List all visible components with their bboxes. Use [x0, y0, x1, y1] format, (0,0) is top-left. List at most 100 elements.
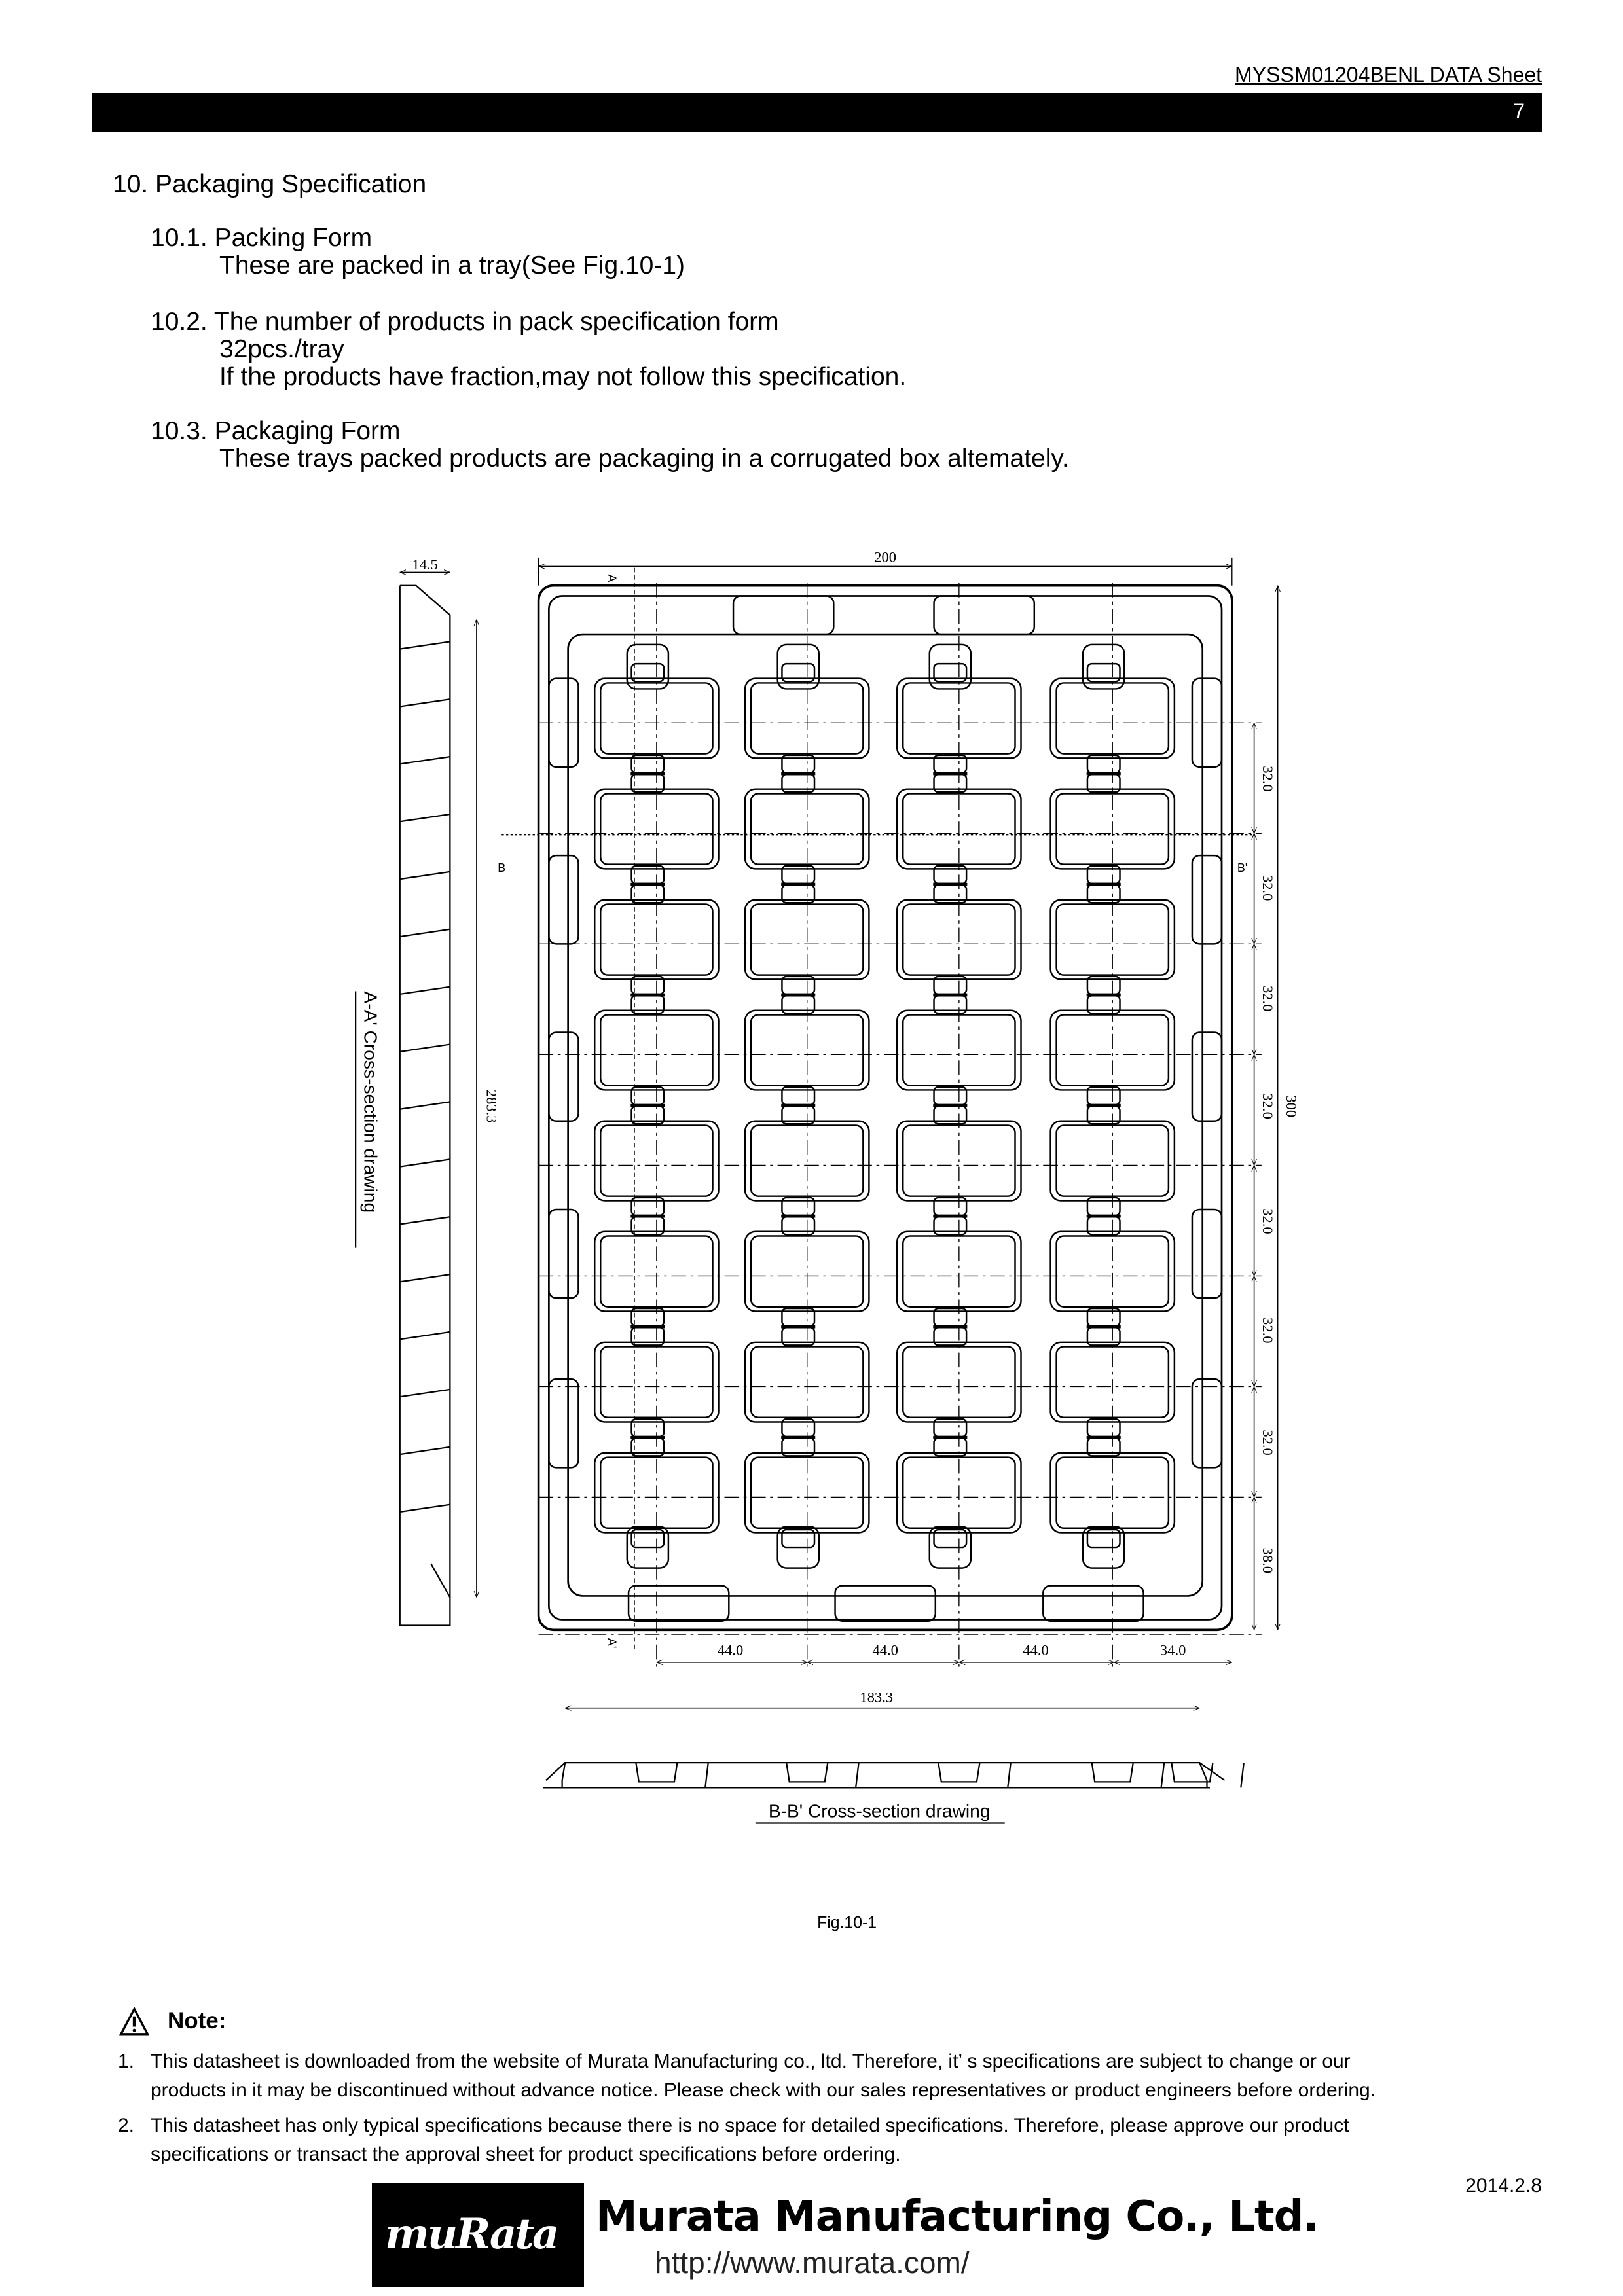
drawing-details	[399, 557, 1278, 1789]
pocket-link	[630, 993, 665, 997]
aa-section-outline	[399, 584, 451, 1626]
marker-a: A	[605, 574, 618, 582]
pocket-link	[1086, 772, 1121, 776]
pocket-link	[630, 882, 665, 886]
dim-length: 300	[1283, 1095, 1300, 1117]
side-clip	[1191, 854, 1223, 945]
pocket-link	[781, 772, 816, 776]
pocket-link	[630, 1103, 665, 1107]
pocket	[896, 1437, 1022, 1549]
edge-notch	[834, 1585, 937, 1622]
dim-row-pitch: 32.0	[1260, 1094, 1276, 1119]
dim-inner-length: 283.3	[484, 1090, 500, 1123]
pocket-link	[1086, 1103, 1121, 1107]
bb-section-outline	[543, 1761, 1226, 1789]
pocket-link	[933, 1214, 968, 1218]
pocket-link	[1086, 1214, 1121, 1218]
side-clip	[1191, 1378, 1223, 1469]
tray-inner-outline	[548, 595, 1223, 1621]
pocket-link	[781, 1325, 816, 1329]
pocket-link	[781, 1214, 816, 1218]
edge-notch	[627, 1585, 730, 1622]
dim-col-pitch: 44.0	[872, 1642, 898, 1659]
marker-b-prime: B'	[1237, 861, 1247, 874]
note-text: This datasheet is downloaded from the we…	[151, 2051, 1351, 2072]
document-title: MYSSM01204BENL DATA Sheet	[1235, 63, 1542, 86]
dim-col-pitch: 44.0	[718, 1642, 743, 1659]
note-text: This datasheet has only typical specific…	[151, 2115, 1349, 2136]
subsection-heading: 10.3. Packaging Form	[151, 417, 401, 445]
edge-notch	[1042, 1585, 1144, 1622]
pocket-link	[1086, 882, 1121, 886]
section-markers: A A' B B'	[498, 574, 1247, 1648]
warning-icon	[119, 2006, 150, 2036]
bb-section-label: B-B' Cross-section drawing	[769, 1800, 991, 1821]
aa-section-label: A-A' Cross-section drawing	[361, 991, 382, 1213]
date: 2014.2.8	[1465, 2175, 1542, 2197]
page-number: 7	[1513, 99, 1525, 123]
side-clip	[1191, 1031, 1223, 1122]
side-clip	[1191, 1208, 1223, 1299]
pocket-link	[1086, 993, 1121, 997]
subsection-text: 32pcs./tray	[219, 335, 344, 363]
edge-notch	[732, 595, 835, 636]
side-clip	[548, 854, 579, 945]
pocket-link	[781, 1103, 816, 1107]
subsection-text: These trays packed products are packagin…	[219, 444, 1069, 473]
section-title: 10. Packaging Specification	[113, 170, 427, 198]
dim-col-pitch: 34.0	[1160, 1642, 1186, 1659]
pocket-link	[630, 1214, 665, 1218]
pocket-link	[630, 772, 665, 776]
dim-width: 200	[874, 549, 896, 565]
dim-inner-width: 183.3	[860, 1689, 893, 1706]
murata-logo: muRata	[372, 2183, 584, 2287]
pocket-link	[781, 1435, 816, 1439]
pocket-tab	[1082, 643, 1125, 690]
subsection-heading: 10.2. The number of products in pack spe…	[151, 308, 779, 336]
company-name: Murata Manufacturing Co., Ltd.	[596, 2193, 1319, 2241]
pocket-link	[933, 1325, 968, 1329]
pocket-link	[781, 993, 816, 997]
header-bar	[92, 93, 1542, 132]
note-heading: Note:	[168, 2008, 227, 2034]
edge-notch	[933, 595, 1036, 636]
tray-outline	[537, 584, 1233, 1632]
note-number: 1.	[118, 2051, 135, 2072]
dim-row-pitch: 32.0	[1260, 986, 1276, 1011]
pocket-link	[630, 1325, 665, 1329]
side-clip	[548, 1031, 579, 1122]
pocket-tab	[776, 643, 820, 690]
side-clip	[548, 1378, 579, 1469]
dim-row-pitch: 32.0	[1260, 1429, 1276, 1455]
pocket-link	[1086, 1435, 1121, 1439]
dim-col-pitch: 44.0	[1023, 1642, 1048, 1659]
pocket-tab	[626, 1526, 670, 1569]
dim-row-pitch: 32.0	[1260, 875, 1276, 901]
dim-row-pitch: 32.0	[1260, 1318, 1276, 1343]
subsection-heading: 10.1. Packing Form	[151, 224, 373, 252]
tray-top-view	[537, 584, 1233, 1632]
pocket-tab	[1082, 1526, 1125, 1569]
side-clip	[548, 1208, 579, 1299]
dim-row-pitch: 38.0	[1260, 1548, 1276, 1573]
dimension-labels: 14.5 200 283.3 300 32.0 32.0 32.0 32.0 3…	[412, 549, 1300, 1706]
tray-floor-outline	[567, 633, 1204, 1597]
pocket-link	[933, 1435, 968, 1439]
pocket-link	[933, 772, 968, 776]
pocket-tab	[928, 643, 972, 690]
company-url[interactable]: http://www.murata.com/	[655, 2246, 970, 2280]
pocket-link	[933, 1103, 968, 1107]
figure-caption: Fig.10-1	[817, 1914, 877, 1931]
note-number: 2.	[118, 2115, 135, 2136]
pocket-grid	[548, 595, 1223, 1622]
pocket-link	[933, 993, 968, 997]
pocket-tab	[928, 1526, 972, 1569]
subsection-text: If the products have fraction,may not fo…	[219, 363, 907, 391]
dim-depth: 14.5	[412, 556, 437, 573]
pocket-link	[933, 882, 968, 886]
dim-row-pitch: 32.0	[1260, 766, 1276, 791]
pocket-link	[630, 1435, 665, 1439]
marker-b: B	[498, 861, 505, 874]
marker-a-prime: A'	[605, 1638, 618, 1648]
